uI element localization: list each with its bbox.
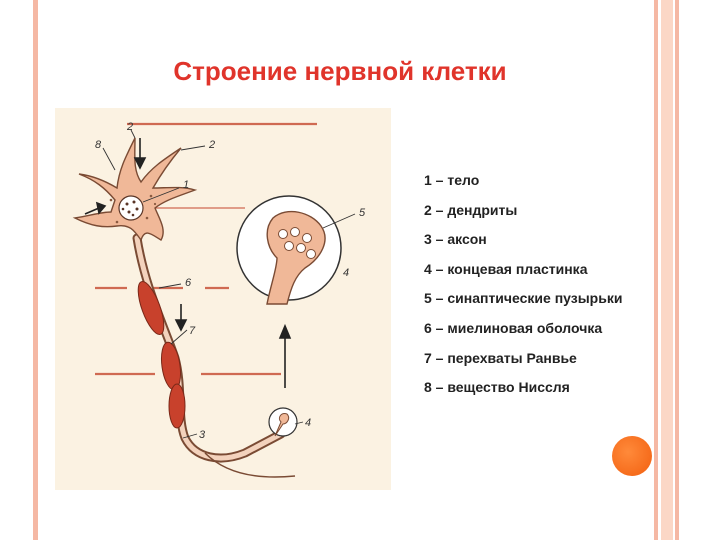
- neuron-diagram: 1 2 2 3 4 4 5 6 7 8: [55, 108, 391, 490]
- cell-body: [72, 137, 198, 242]
- arrow-dendrite-in-top: [133, 138, 147, 170]
- leader-lines: [102, 129, 356, 439]
- legend-item: 7 – перехваты Ранвье: [424, 349, 577, 366]
- nucleus-granules: [121, 200, 139, 217]
- callout-number: 4: [305, 417, 311, 429]
- legend-item: 2 – дендриты: [424, 201, 518, 218]
- callout-number: 6: [185, 277, 192, 289]
- legend-item: 5 – синаптические пузырьки: [424, 290, 623, 307]
- callout-number: 3: [199, 429, 206, 441]
- myelin-sheath: [137, 281, 186, 429]
- nissl-substance: [109, 194, 157, 224]
- legend-item: 1 – тело: [424, 172, 480, 188]
- callout-number: 8: [95, 139, 102, 151]
- callout-number: 5: [359, 207, 366, 219]
- synaptic-vesicles: [278, 227, 316, 259]
- left-decor-stripe: [33, 0, 38, 540]
- legend-item: 6 – миелиновая оболочка: [424, 319, 603, 336]
- arrow-dendrite-in-left: [84, 201, 107, 215]
- magnified-terminal: [236, 195, 342, 305]
- legend-item: 8 – вещество Нисcля: [424, 379, 570, 396]
- arrow-magnify: [278, 323, 292, 388]
- nucleus: [118, 195, 144, 221]
- callout-number: 4: [343, 267, 349, 279]
- legend-item: 3 – аксон: [424, 231, 487, 248]
- end-plate: [268, 407, 298, 437]
- orange-decor-dot: [612, 436, 652, 476]
- axon-branch: [204, 452, 296, 478]
- callout-number: 1: [183, 179, 189, 191]
- legend-list: 1 – тело 2 – дендриты 3 – аксон 4 – конц…: [424, 170, 622, 407]
- right-decor-stripe-2: [661, 0, 673, 540]
- diagram-background: [55, 108, 391, 490]
- callout-number: 2: [208, 139, 215, 151]
- right-decor-stripe-3: [675, 0, 679, 540]
- legend-item: 4 – концевая пластинка: [424, 260, 588, 277]
- callout-number: 7: [189, 325, 196, 337]
- arrow-axon-down: [174, 304, 188, 332]
- slide-title: Строение нервной клетки: [173, 56, 507, 86]
- callout-number: 2: [126, 121, 133, 133]
- right-decor-stripe-1: [654, 0, 658, 540]
